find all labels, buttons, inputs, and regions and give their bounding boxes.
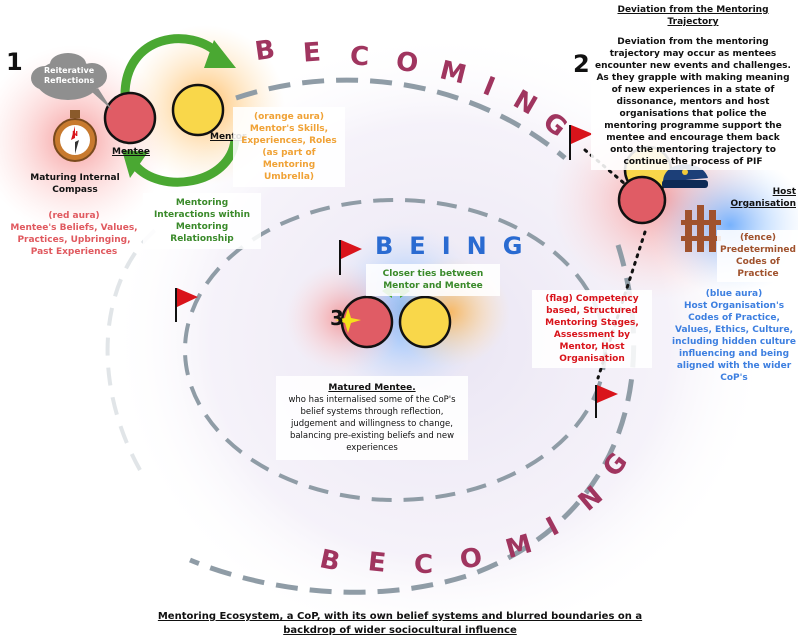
red-aura-body: Mentee's Beliefs, Values, Practices, Upb… [10,223,138,257]
being-letter: G [502,232,523,260]
flag-icon [569,125,593,160]
trajectory-arc-top [235,77,567,160]
blue-aura-note: (blue aura) Host Organisation's Codes of… [672,288,796,384]
step-number-1: 1 [6,48,23,76]
mentee-label: Mentee [112,147,150,157]
host-mentee-circle [617,175,667,225]
mentoring-interactions-note: Mentoring Interactions within Mentoring … [143,193,261,249]
becoming-letter: B [253,34,277,68]
trajectory-arc-left-faint [105,228,157,471]
cycle-arrow-bottom-head [122,150,148,178]
step-number-2: 2 [573,50,590,78]
being-letter: B [375,232,394,260]
star-icon [335,308,361,333]
orange-aura-title: (orange aura) [253,112,324,122]
deviation-body: Deviation from the mentoring trajectory … [595,37,791,167]
becoming-letter: O [394,46,421,80]
fence-icon [681,205,721,252]
compass-icon [53,110,97,162]
becoming-letter: E [301,37,322,69]
orange-aura-body: Mentor's Skills, Experiences, Roles (as … [241,124,337,182]
being-word: B E I N G [375,232,522,260]
figure-caption: Mentoring Ecosystem, a CoP, with its own… [157,611,643,636]
cycle-arrow-bottom [131,139,240,187]
orange-aura-note: (orange aura) Mentor's Skills, Experienc… [233,107,345,187]
flag-icon [595,385,618,418]
matured-title: Matured Mentee. [328,383,416,393]
being-letter: I [441,232,451,260]
flag-icon [175,288,198,322]
flag-note-title: (flag) [545,294,573,304]
reflections-label: Reiterative Reflections [44,66,95,85]
cycle-arrow-top [120,34,224,96]
maturing-compass-label: Maturing Internal Compass [30,173,120,195]
deviation-title: Deviation from the Mentoring Trajectory [617,5,769,27]
closer-ties-note: Closer ties between Mentor and Mentee [366,264,500,296]
mentor-label: Mentor [210,132,247,142]
matured-body: who has internalised some of the CoP's b… [288,395,456,453]
fence-note: (fence) Predetermined Codes of Practice [717,230,798,282]
fence-body: Predetermined Codes of Practice [720,245,796,279]
blue-aura-title: (blue aura) [705,289,763,299]
cycle-arrow-top-head [204,40,236,68]
compass-north-label: N [72,130,78,138]
becoming-letter: C [414,550,434,580]
matured-mentee-note: Matured Mentee. who has internalised som… [276,376,468,460]
being-letter: E [409,232,426,260]
flag-note: (flag) Competency based, Structured Ment… [532,290,652,368]
red-aura-title: (red aura) [48,211,100,221]
fence-title: (fence) [739,233,777,243]
becoming-letter: O [458,542,485,576]
flag-icon [339,240,362,275]
step-number-3: 3 [330,306,344,330]
blue-aura-body: Host Organisation's Codes of Practice, V… [672,301,796,383]
host-org-label: Host Organisation [730,187,796,209]
flag-note-body: Competency based, Structured Mentoring S… [545,294,639,364]
becoming-letter: C [349,41,370,73]
being-letter: N [466,232,487,260]
becoming-letter: E [366,547,388,579]
reflections-cloud-icon [31,53,112,110]
deviation-note: Deviation from the Mentoring Trajectory … [591,2,795,170]
red-aura-note: (red aura) Mentee's Beliefs, Values, Pra… [10,210,138,258]
mentor-circle [171,83,225,137]
center-mentor-circle [398,295,452,349]
mentee-circle [103,91,157,145]
